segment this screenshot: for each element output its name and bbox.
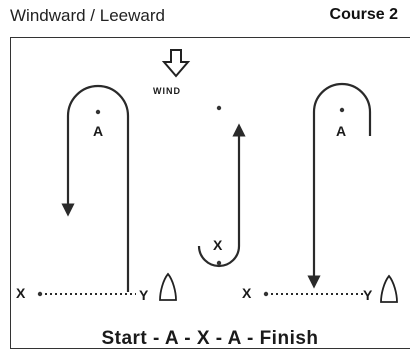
mark-a-left-label: A	[93, 123, 103, 139]
wind-label: WIND	[153, 86, 181, 96]
committee-boat-right-icon	[380, 274, 398, 303]
start-x-left-label: X	[16, 285, 26, 301]
diagram-frame	[10, 37, 410, 349]
mark-x-middle-dot	[216, 260, 222, 266]
mark-x-middle-label: X	[213, 237, 223, 253]
start-pin-left-dot	[37, 291, 43, 297]
middle-course-path	[197, 123, 246, 268]
left-course-path	[61, 84, 130, 292]
start-y-left-label: Y	[139, 287, 149, 303]
mark-a-left-dot	[95, 109, 101, 115]
mark-a-right-label: A	[336, 123, 346, 139]
committee-boat-left-icon	[159, 272, 177, 301]
wind-arrow-icon	[161, 49, 191, 78]
course-type-title: Windward / Leeward	[10, 6, 165, 25]
start-y-right-label: Y	[363, 287, 373, 303]
course-number: Course 2	[329, 6, 398, 23]
course-sequence-caption: Start - A - X - A - Finish	[101, 328, 319, 349]
start-x-right-label: X	[242, 285, 252, 301]
right-course-path	[307, 82, 372, 289]
mark-a-right-dot	[339, 107, 345, 113]
mark-top-middle-dot	[216, 105, 222, 111]
start-pin-right-dot	[263, 291, 269, 297]
